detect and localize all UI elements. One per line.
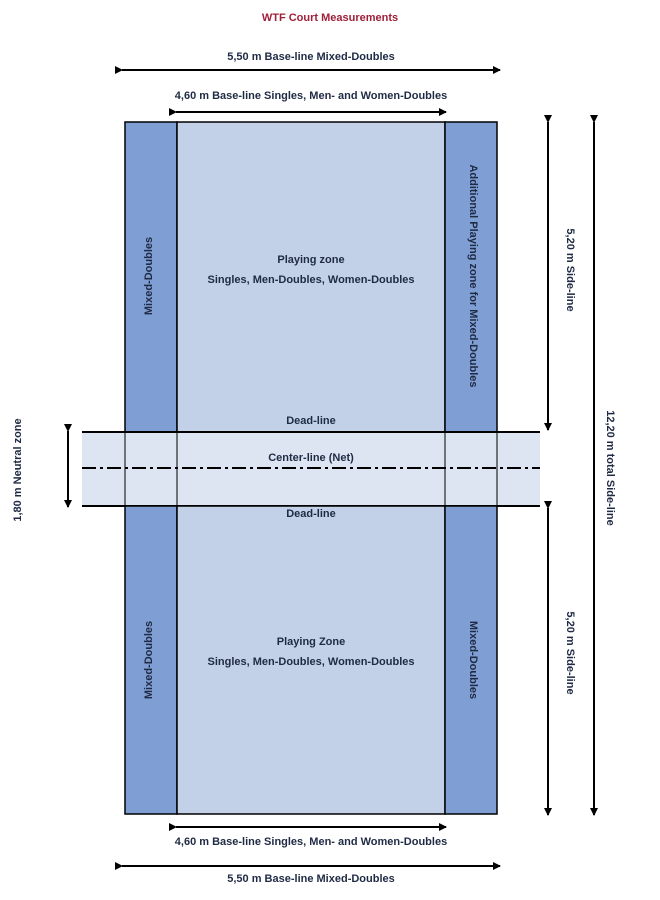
lower-playing-zone-title: Playing Zone <box>276 636 346 648</box>
upper-playing-zone-subtitle: Singles, Men-Doubles, Women-Doubles <box>207 274 415 286</box>
lower-right-mixed-zone <box>444 505 498 815</box>
lower-right-mixed-label: Mixed-Doubles <box>467 620 479 700</box>
dead-line-bottom-label: Dead-line <box>286 508 336 520</box>
lower-playing-zone <box>176 505 446 815</box>
total-side-line-label: 12,20 m total Side-line <box>604 410 616 526</box>
bottom-singles-baseline-label: 4,60 m Base-line Singles, Men- and Women… <box>174 836 448 848</box>
top-singles-baseline-label: 4,60 m Base-line Singles, Men- and Women… <box>174 90 448 102</box>
lower-side-line-label: 5,20 m Side-line <box>564 611 576 695</box>
lower-left-mixed-label: Mixed-Doubles <box>143 620 155 700</box>
lower-playing-zone-label: Playing Zone Singles, Men-Doubles, Women… <box>177 632 445 672</box>
lower-left-mixed-zone <box>124 505 178 815</box>
diagram-title: WTF Court Measurements <box>261 12 399 24</box>
upper-left-mixed-label: Mixed-Doubles <box>143 236 155 316</box>
top-mixed-baseline-label: 5,50 m Base-line Mixed-Doubles <box>227 51 395 63</box>
upper-playing-zone <box>176 121 446 433</box>
upper-side-line-label: 5,20 m Side-line <box>564 228 576 312</box>
upper-playing-zone-title: Playing zone <box>277 254 345 266</box>
bottom-mixed-baseline-label: 5,50 m Base-line Mixed-Doubles <box>227 873 395 885</box>
lower-playing-zone-subtitle: Singles, Men-Doubles, Women-Doubles <box>207 656 415 668</box>
upper-right-mixed-label: Additional Playing zone for Mixed-Double… <box>467 164 479 388</box>
upper-right-mixed-zone <box>444 121 498 433</box>
upper-playing-zone-label: Playing zone Singles, Men-Doubles, Women… <box>177 250 445 290</box>
neutral-zone-label: 1,80 m Neutral zone <box>12 418 24 522</box>
center-line-label: Center-line (Net) <box>268 452 354 464</box>
dead-line-top-label: Dead-line <box>286 415 336 427</box>
